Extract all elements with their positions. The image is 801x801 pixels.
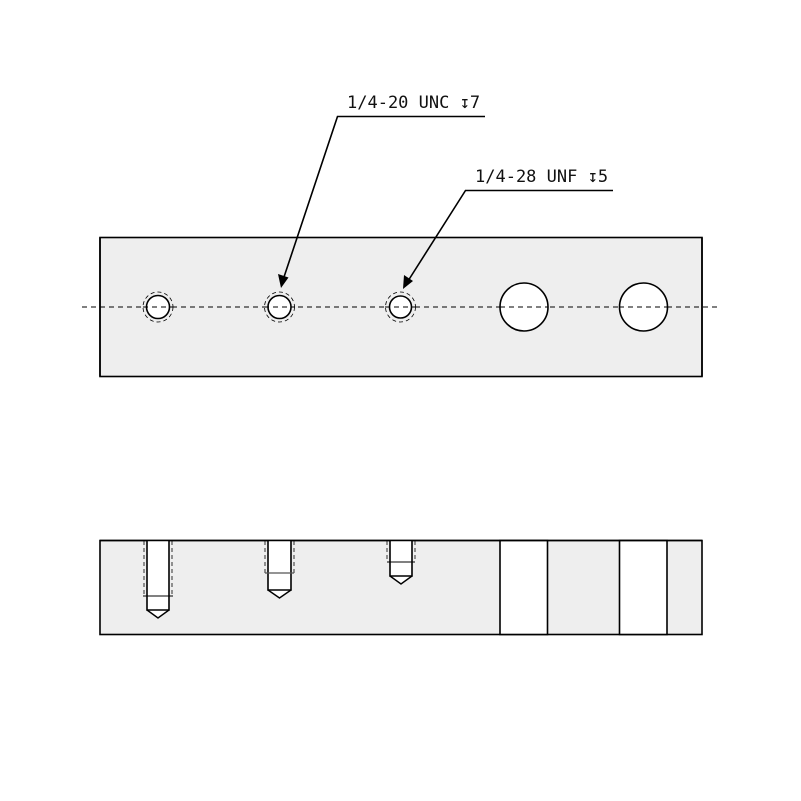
arrowhead-icon: [403, 275, 413, 289]
section-view: [99, 539, 703, 636]
through-hole-section-1: [499, 539, 549, 636]
callout-unc: 1/4-20 UNC ↧7: [278, 93, 485, 288]
leader-line-unc: [282, 115, 485, 281]
through-hole-2: [618, 282, 669, 332]
callout-unf-text: 1/4-28 UNF ↧5: [475, 167, 608, 187]
tapped-hole-3: [385, 291, 416, 323]
tapped-hole-section-1: [143, 540, 173, 619]
tapped-hole-section-3: [386, 540, 416, 585]
through-hole-section-2: [618, 539, 668, 636]
through-hole-1: [499, 282, 549, 332]
tapped-hole-section-2: [264, 540, 295, 599]
top-view: [82, 236, 720, 378]
tapped-hole-1: [142, 291, 174, 323]
callout-unc-text: 1/4-20 UNC ↧7: [347, 93, 480, 113]
arrowhead-icon: [278, 274, 289, 288]
leader-line-unf: [407, 189, 613, 282]
callout-unf: 1/4-28 UNF ↧5: [403, 167, 613, 289]
tapped-hole-2: [264, 291, 295, 323]
